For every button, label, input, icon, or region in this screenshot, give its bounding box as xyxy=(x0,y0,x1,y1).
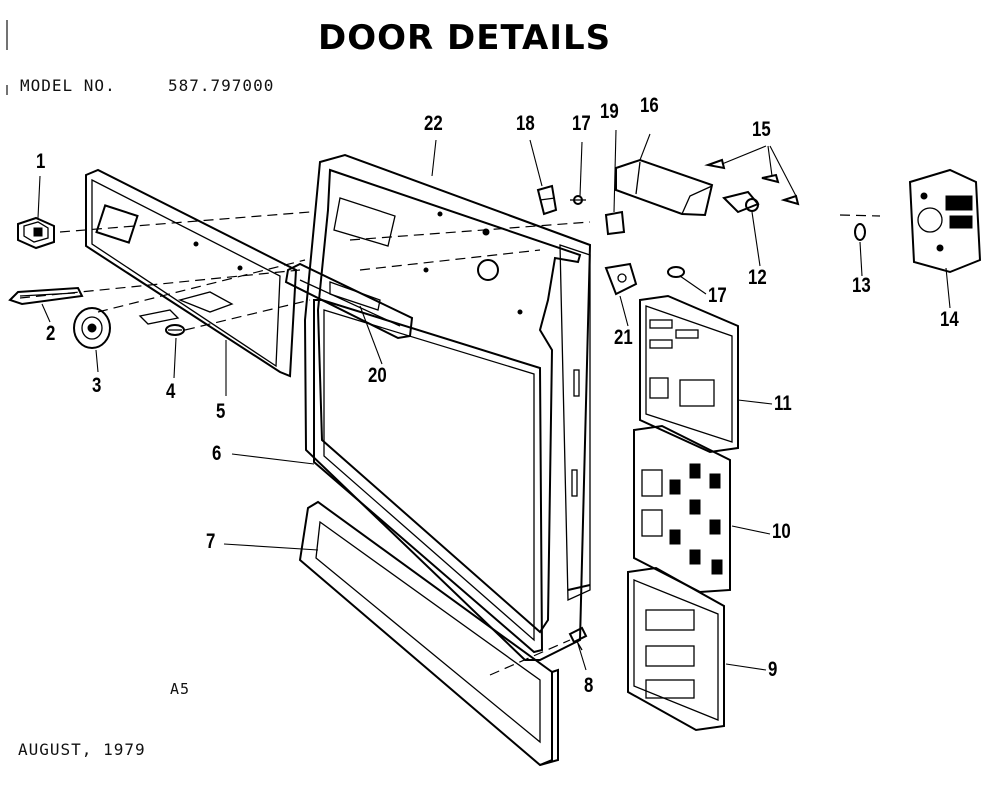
callout-9: 9 xyxy=(768,658,778,681)
part-bracket xyxy=(604,210,626,236)
callout-15: 15 xyxy=(752,118,771,141)
callout-10: 10 xyxy=(772,520,791,543)
callout-8: 8 xyxy=(584,674,594,697)
part-hinge-clip xyxy=(604,262,638,296)
model-number: 587.797000 xyxy=(168,76,275,95)
page-code: A5 xyxy=(170,680,191,698)
callout-3: 3 xyxy=(92,374,102,397)
callout-12: 12 xyxy=(748,266,767,289)
callout-1: 1 xyxy=(36,150,46,173)
part-door-screw xyxy=(568,626,588,651)
callout-2: 2 xyxy=(46,322,56,345)
part-knob xyxy=(73,307,111,349)
callout-18: 18 xyxy=(516,112,535,135)
part-graphic-panel-c xyxy=(627,566,725,732)
part-actuator xyxy=(722,190,760,214)
callout-21: 21 xyxy=(614,326,633,349)
callout-19: 19 xyxy=(600,100,619,123)
part-switch xyxy=(17,216,55,250)
footer-date: AUGUST, 1979 xyxy=(18,740,146,759)
part-handle-rod xyxy=(8,286,84,306)
leader-lines xyxy=(37,129,951,671)
part-control-panel xyxy=(85,168,298,378)
callout-20: 20 xyxy=(368,364,387,387)
part-cover xyxy=(615,158,714,217)
part-clip-lower xyxy=(667,266,685,278)
part-screw xyxy=(165,324,185,336)
part-outer-door xyxy=(303,153,592,661)
callout-5: 5 xyxy=(216,400,226,423)
part-clip xyxy=(570,195,586,205)
callout-16: 16 xyxy=(640,94,659,117)
part-door-gasket xyxy=(313,299,544,654)
part-graphic-panel-b xyxy=(633,424,731,594)
callout-14: 14 xyxy=(940,308,959,331)
part-spring xyxy=(854,223,866,241)
callout-17-side: 17 xyxy=(708,284,727,307)
callout-13: 13 xyxy=(852,274,871,297)
callout-6: 6 xyxy=(212,442,222,465)
part-latch xyxy=(536,184,558,216)
part-lower-panel xyxy=(298,500,559,767)
page-title: DOOR DETAILS xyxy=(318,18,612,58)
model-label: MODEL NO. xyxy=(20,76,116,95)
callout-17-top: 17 xyxy=(572,112,591,135)
callout-22: 22 xyxy=(424,112,443,135)
part-graphic-panel-a xyxy=(639,294,739,454)
callout-4: 4 xyxy=(166,380,176,403)
callout-7: 7 xyxy=(206,530,216,553)
callout-11: 11 xyxy=(774,392,792,415)
part-timer xyxy=(908,168,982,274)
